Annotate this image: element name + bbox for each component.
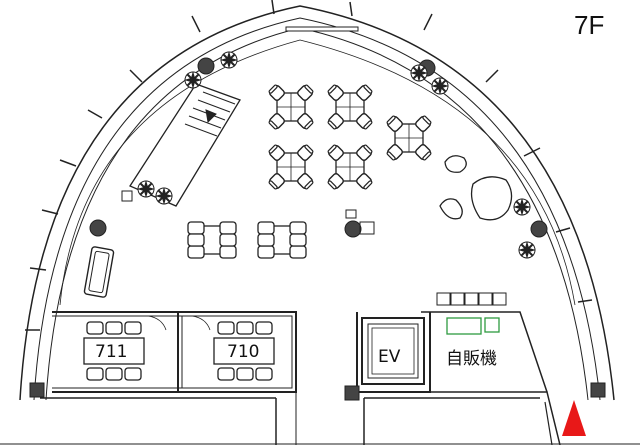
- window-mullions: [25, 0, 593, 331]
- elevator: [361, 317, 425, 385]
- floor-label: 7F: [574, 10, 605, 40]
- wall-columns: [29, 382, 606, 401]
- entrance-marker: [562, 400, 586, 436]
- staircase: [121, 83, 241, 207]
- long-tables: [187, 221, 307, 259]
- room-label-711: 711: [95, 342, 128, 362]
- lounge-tables: [268, 84, 432, 190]
- vending-machine-outlines: [446, 317, 500, 335]
- room-710-furniture: [213, 321, 275, 381]
- sofa: [83, 246, 115, 298]
- ceiling-light-bar: [285, 26, 359, 32]
- vending-label: 自販機: [446, 349, 497, 369]
- column-bracket: [345, 209, 375, 235]
- room-711-furniture: [83, 321, 145, 381]
- columns: [89, 57, 548, 238]
- vending-machines: [436, 292, 507, 306]
- organic-tables: [439, 155, 513, 221]
- room-label-710: 710: [227, 342, 260, 362]
- interior-walls: [40, 311, 561, 445]
- elevator-label: EV: [378, 347, 401, 367]
